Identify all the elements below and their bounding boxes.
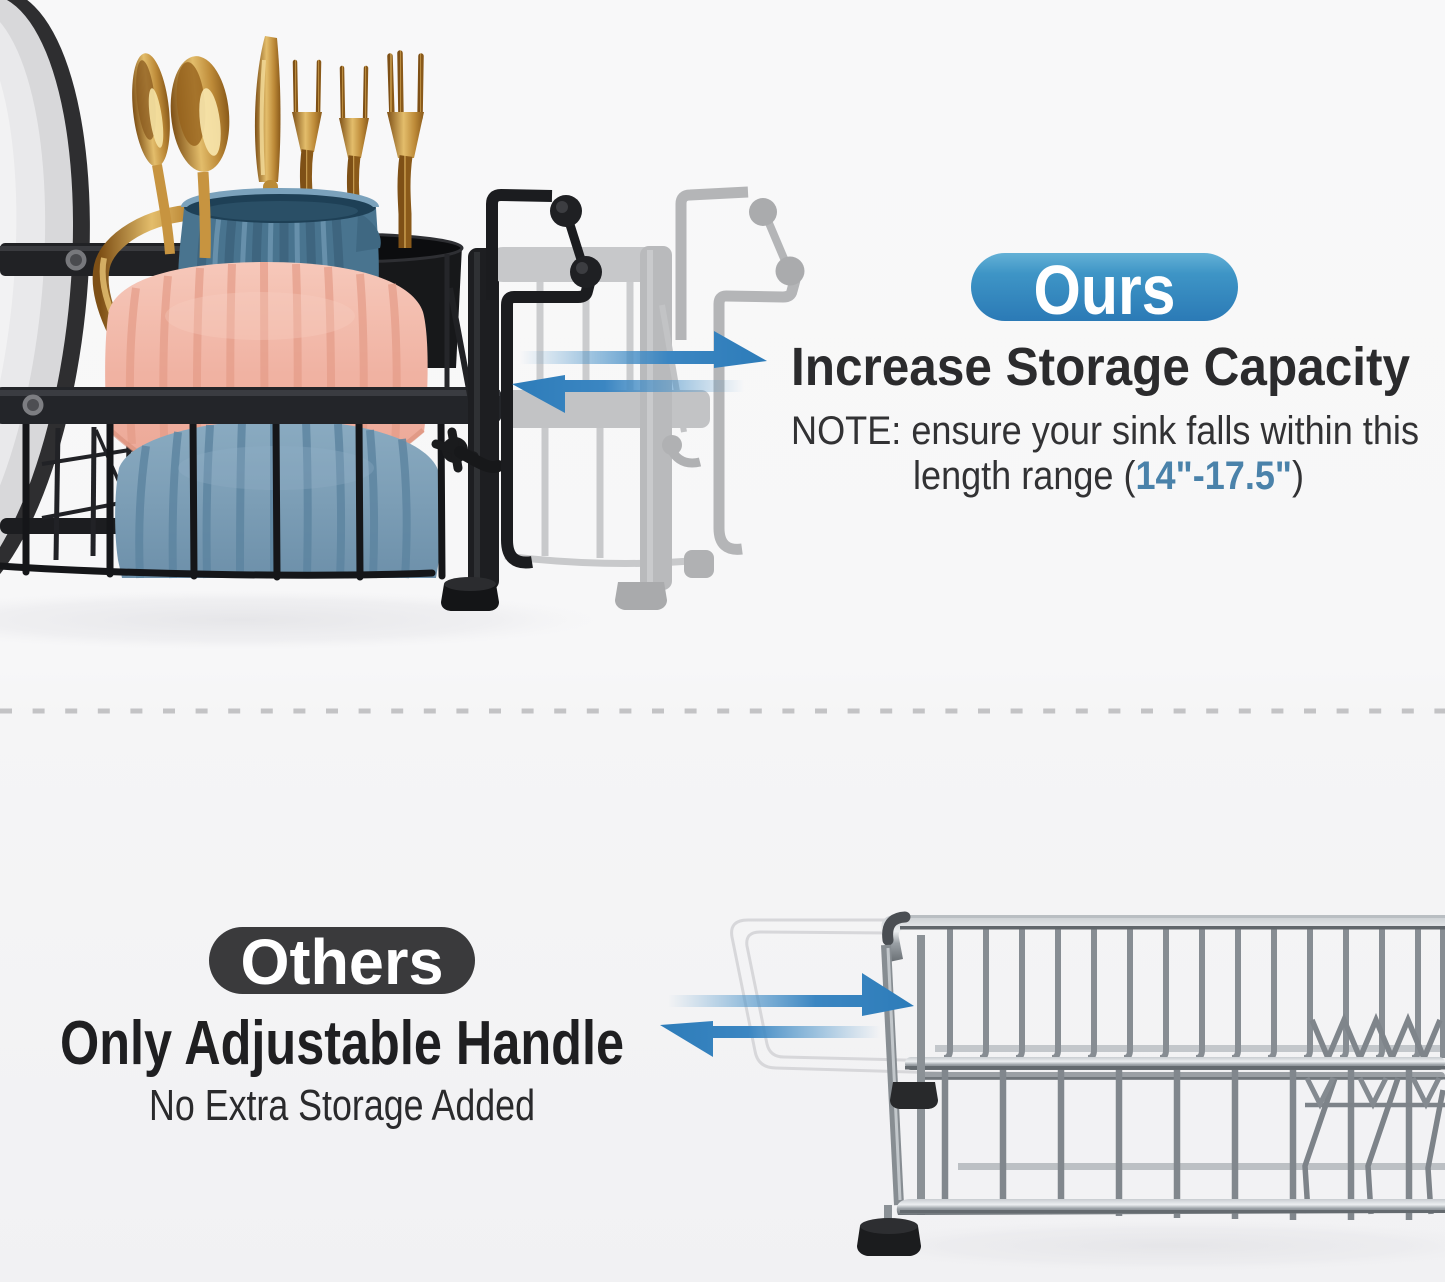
svg-text:Ours: Ours bbox=[1034, 251, 1176, 329]
svg-text:NOTE: ensure your sink falls w: NOTE: ensure your sink falls within this bbox=[791, 409, 1419, 453]
svg-text:length range (14"-17.5"): length range (14"-17.5") bbox=[913, 454, 1304, 498]
svg-text:No Extra Storage Added: No Extra Storage Added bbox=[149, 1081, 535, 1130]
svg-text:Others: Others bbox=[241, 926, 444, 998]
svg-text:Only Adjustable Handle: Only Adjustable Handle bbox=[60, 1009, 624, 1078]
svg-text:Increase Storage Capacity: Increase Storage Capacity bbox=[791, 337, 1410, 397]
